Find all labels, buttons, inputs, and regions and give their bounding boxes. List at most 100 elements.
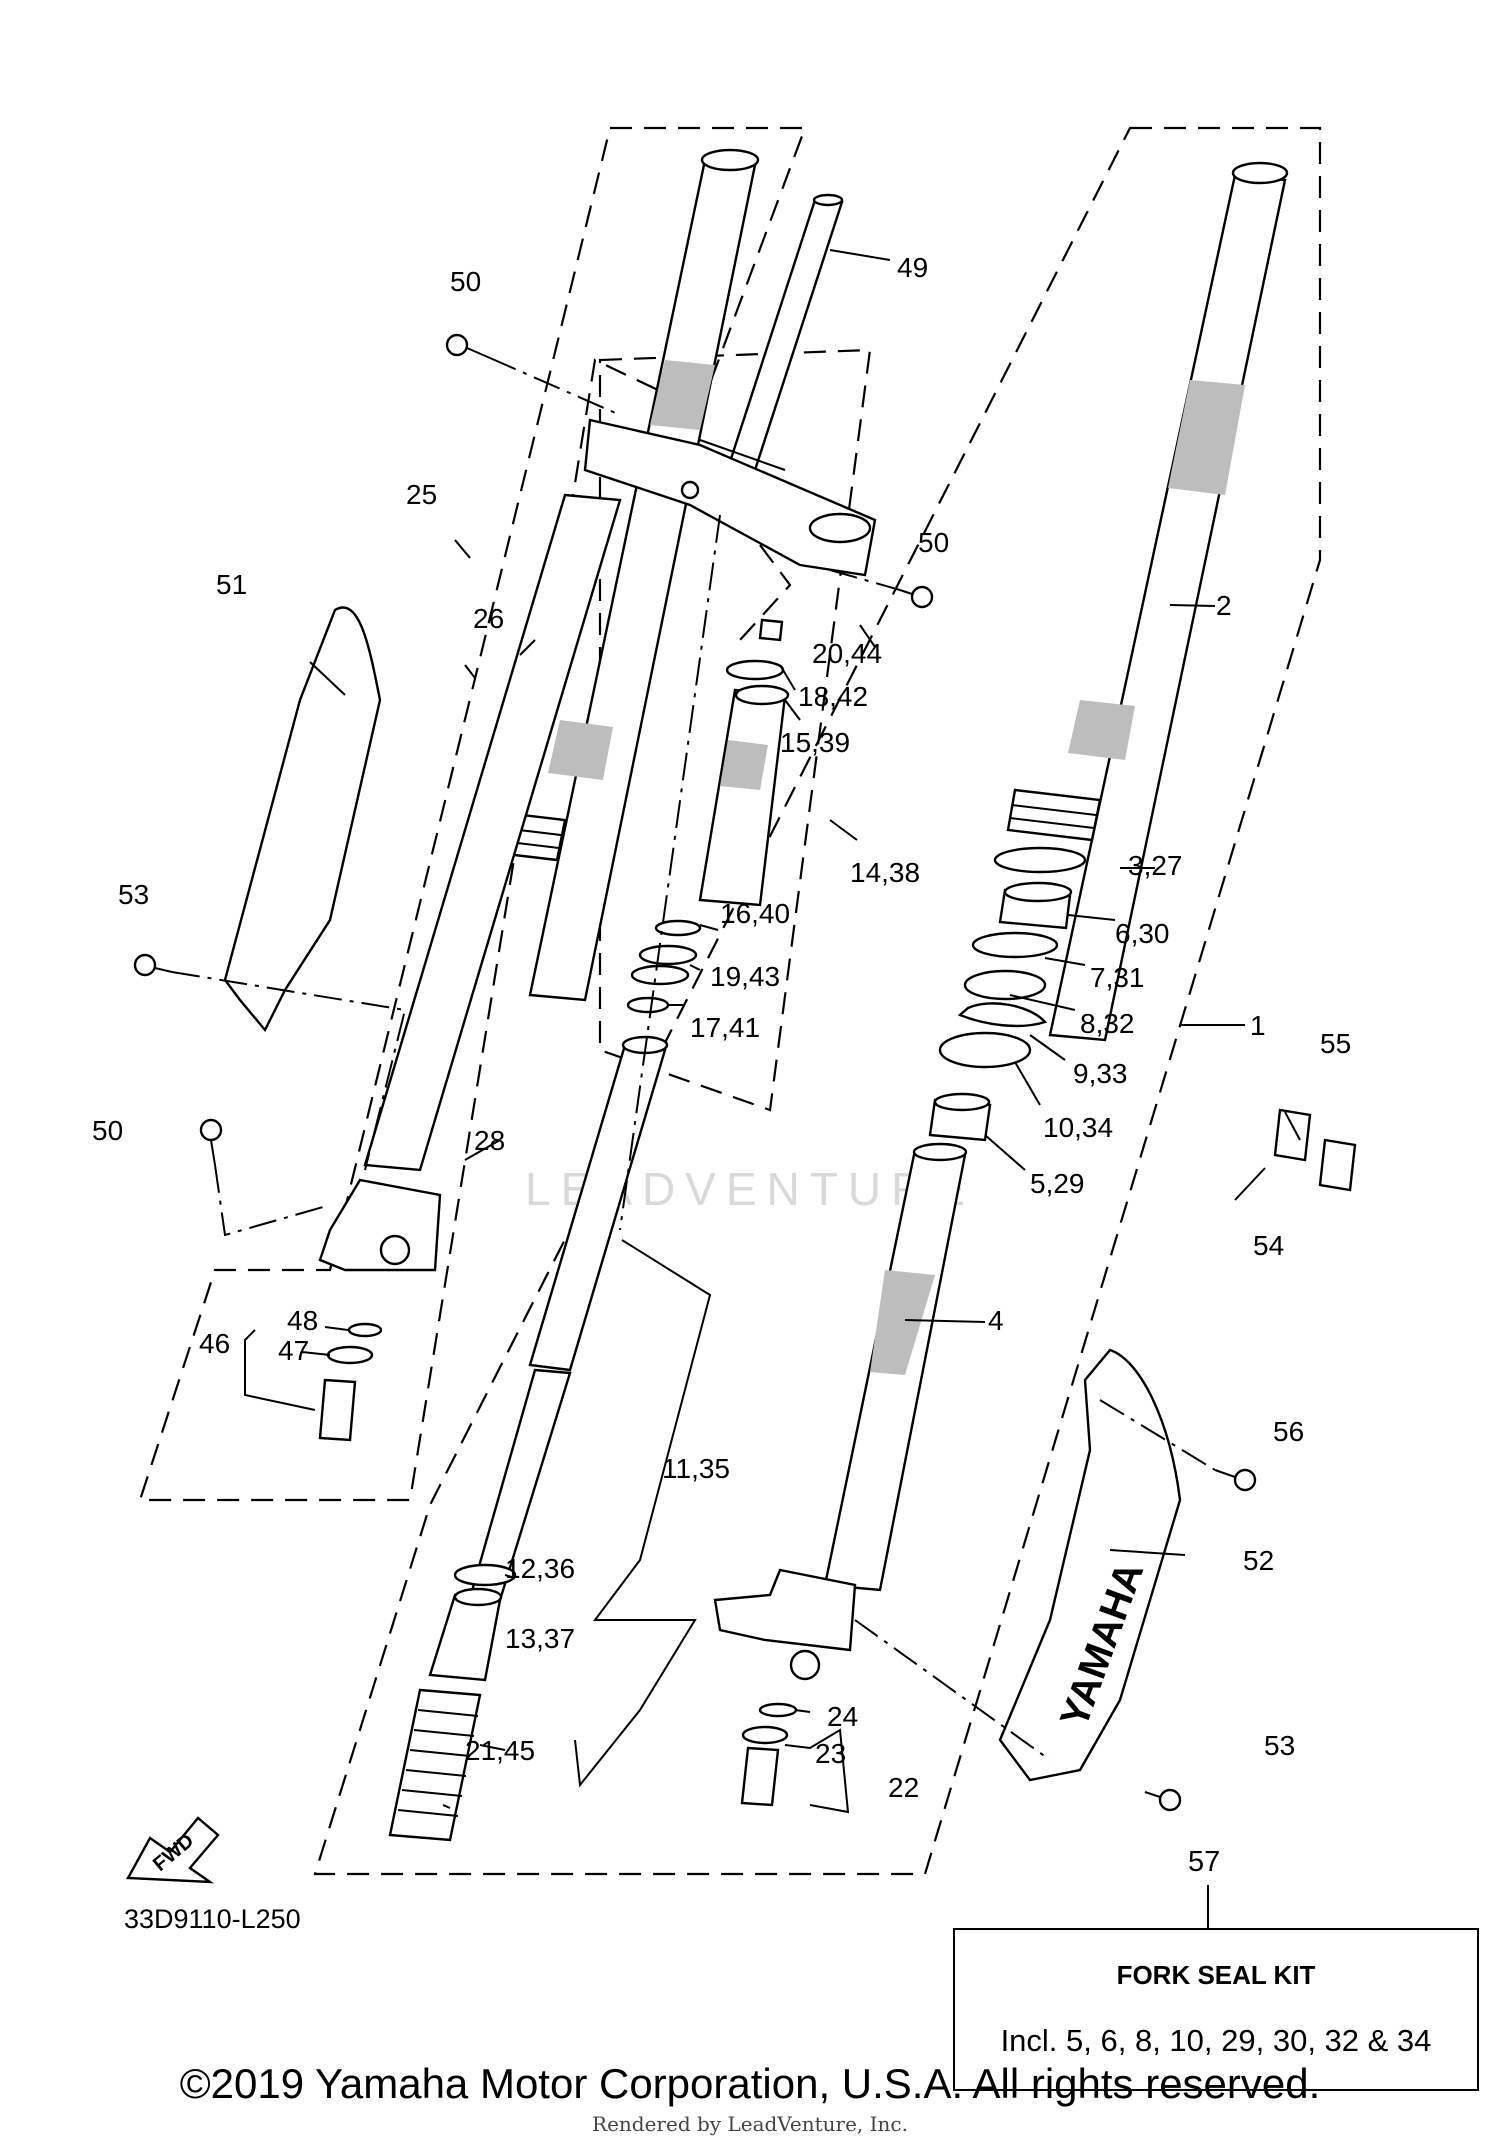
callout-52: 52 xyxy=(1243,1545,1274,1576)
callout-54: 54 xyxy=(1253,1230,1284,1261)
callout-53-left: 53 xyxy=(118,879,149,910)
part-15-39-adjuster xyxy=(698,684,790,907)
part-9-33-clip xyxy=(957,1002,1048,1028)
part-17-41-ring xyxy=(626,996,670,1014)
alignment-line-plate xyxy=(171,971,407,1171)
callout-14-38: 14,38 xyxy=(850,857,920,888)
callout-28: 28 xyxy=(474,1125,505,1156)
part-20-44-bolt xyxy=(758,618,784,642)
drawing-code: 33D9110-L250 xyxy=(124,1904,301,1934)
alignment-line-right-bolt xyxy=(829,569,901,591)
bolt-53-right xyxy=(1144,1788,1182,1812)
kit-callout-stem xyxy=(1207,1885,1209,1928)
callout-16-40: 16,40 xyxy=(720,898,790,929)
callout-labels: 1 2 3,27 4 5,29 6,30 7,31 8,32 9,33 10,3… xyxy=(92,252,1351,1803)
part-5-29-bushing xyxy=(928,1092,992,1142)
bolt-56 xyxy=(1214,1468,1257,1492)
rendered-by-notice: Rendered by LeadVenture, Inc. xyxy=(592,2112,908,2136)
part-24-washer xyxy=(758,1702,798,1718)
part-6-30-bushing xyxy=(998,881,1073,930)
alignment-line-top-bolt xyxy=(489,357,621,416)
callout-21-45: 21,45 xyxy=(465,1735,535,1766)
bolt-53-left xyxy=(133,953,173,977)
alignment-line-guard-bolt xyxy=(1099,1399,1216,1471)
callout-18-42: 18,42 xyxy=(798,681,868,712)
group-outline-cap-bolt xyxy=(739,544,792,641)
fork-seal-kit-box: FORK SEAL KIT Incl. 5, 6, 8, 10, 29, 30,… xyxy=(953,1928,1479,2091)
part-47-washer xyxy=(326,1345,374,1365)
callout-7-31: 7,31 xyxy=(1090,962,1145,993)
group-outline-right-fork xyxy=(313,126,1322,1876)
callout-49: 49 xyxy=(897,252,928,283)
bolt-50-left xyxy=(199,1118,223,1166)
part-51-number-plate xyxy=(223,606,382,1033)
part-18-42-o-ring xyxy=(725,659,785,681)
callout-50-left: 50 xyxy=(92,1115,123,1146)
callout-53-right: 53 xyxy=(1264,1730,1295,1761)
bolt-50-top xyxy=(445,333,491,359)
bolt-50-right xyxy=(899,585,934,609)
kit-callout-number: 57 xyxy=(1188,1846,1221,1878)
fwd-arrow-icon: FWD xyxy=(126,1816,220,1884)
inner-tube-left xyxy=(318,493,622,1272)
callout-13-37: 13,37 xyxy=(505,1623,575,1654)
part-3-27-ring xyxy=(993,846,1087,874)
part-48-washer xyxy=(347,1322,383,1338)
copyright-notice: ©2019 Yamaha Motor Corporation, U.S.A. A… xyxy=(179,2060,1321,2107)
part-23-washer xyxy=(741,1725,789,1745)
callout-17-41: 17,41 xyxy=(690,1012,760,1043)
part-22-bolt xyxy=(740,1746,780,1807)
outer-tube-left xyxy=(470,148,760,1002)
part-46-bolt xyxy=(318,1378,357,1442)
kit-contents: Incl. 5, 6, 8, 10, 29, 30, 32 & 34 xyxy=(1000,2023,1432,2058)
part-52-fork-guard: YAMAHA xyxy=(998,1348,1182,1782)
callout-46: 46 xyxy=(199,1328,230,1359)
callout-4: 4 xyxy=(988,1305,1004,1336)
part-54-bracket xyxy=(1318,1138,1357,1192)
part-10-34-dust-seal xyxy=(938,1031,1032,1069)
callout-8-32: 8,32 xyxy=(1080,1008,1135,1039)
callout-22: 22 xyxy=(888,1772,919,1803)
kit-title: FORK SEAL KIT xyxy=(1116,1960,1316,1990)
alignment-line-left-bolt xyxy=(214,1164,331,1237)
leader-lines xyxy=(244,249,1301,1814)
callout-1: 1 xyxy=(1250,1010,1266,1041)
callout-50-right: 50 xyxy=(918,527,949,558)
callout-56: 56 xyxy=(1273,1416,1304,1447)
callout-6-30: 6,30 xyxy=(1115,918,1170,949)
callout-55: 55 xyxy=(1320,1028,1351,1059)
callout-50-top: 50 xyxy=(450,266,481,297)
callout-10-34: 10,34 xyxy=(1043,1112,1113,1143)
steering-stem-49 xyxy=(726,193,844,472)
part-19-43-ring-b xyxy=(630,964,690,986)
part-11-35-cartridge xyxy=(468,1035,669,1602)
part-16-40-ring xyxy=(654,919,702,937)
callout-51: 51 xyxy=(216,569,247,600)
callout-19-43: 19,43 xyxy=(710,961,780,992)
part-7-31-washer xyxy=(971,931,1059,959)
part-19-43-ring-a xyxy=(638,944,698,966)
callout-9-33: 9,33 xyxy=(1073,1058,1128,1089)
part-8-32-oil-seal xyxy=(963,969,1047,1001)
outer-tube-right xyxy=(1006,161,1289,1042)
alignment-line-guard xyxy=(854,1619,1051,1761)
callout-12-36: 12,36 xyxy=(505,1553,575,1584)
callout-11-35: 11,35 xyxy=(662,1453,730,1484)
callout-2: 2 xyxy=(1216,590,1232,621)
callout-24: 24 xyxy=(827,1701,858,1732)
callout-20-44: 20,44 xyxy=(812,638,882,669)
callout-25: 25 xyxy=(406,479,437,510)
part-55-bracket xyxy=(1273,1108,1312,1162)
callout-47: 47 xyxy=(278,1335,309,1366)
upper-triple-clamp xyxy=(583,418,877,577)
callout-48: 48 xyxy=(287,1305,318,1336)
callout-3-27: 3,27 xyxy=(1128,850,1183,881)
inner-tube-right xyxy=(713,1142,968,1681)
callout-26: 26 xyxy=(473,603,504,634)
callout-15-39: 15,39 xyxy=(780,727,850,758)
callout-5-29: 5,29 xyxy=(1030,1168,1085,1199)
part-13-37-base xyxy=(428,1587,503,1682)
part-21-45-spring xyxy=(388,1688,482,1842)
part-12-36-o-ring xyxy=(453,1563,517,1587)
